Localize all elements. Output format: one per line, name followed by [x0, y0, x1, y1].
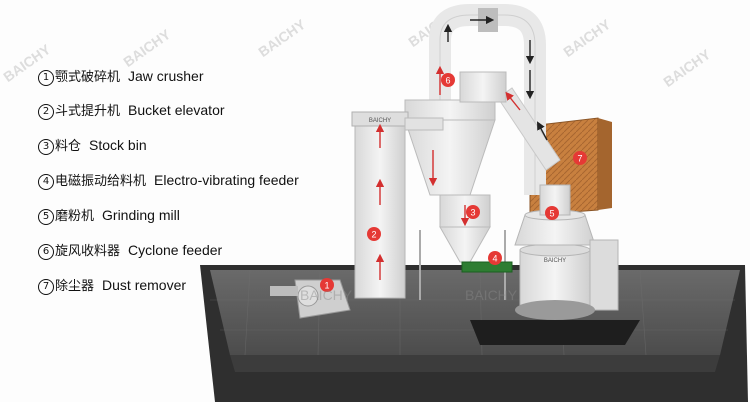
- marker-7: 7: [573, 151, 587, 165]
- marker-6: 6: [441, 73, 455, 87]
- legend-en: Cyclone feeder: [128, 242, 223, 258]
- legend-number: 1: [38, 70, 54, 86]
- legend-zh: 除尘器: [55, 279, 95, 294]
- floor-brand-right: BAICHY: [465, 287, 518, 303]
- legend-en: Electro-vibrating feeder: [154, 172, 299, 188]
- jaw-crusher: [270, 279, 351, 319]
- legend-number: 2: [38, 104, 54, 120]
- svg-text:4: 4: [492, 254, 497, 264]
- flow-arrows: [375, 15, 548, 280]
- marker-5: 5: [545, 206, 559, 220]
- svg-text:2: 2: [371, 230, 376, 240]
- legend-zh: 斗式提升机: [55, 104, 121, 119]
- marker-3: 3: [466, 205, 480, 219]
- legend-number: 4: [38, 174, 54, 190]
- mill-brand-label: BAICHY: [544, 258, 566, 264]
- legend-number: 7: [38, 279, 54, 295]
- legend-en: Grinding mill: [102, 207, 180, 223]
- legend-en: Bucket elevator: [128, 102, 225, 118]
- legend-number: 3: [38, 139, 54, 155]
- marker-4: 4: [488, 251, 502, 265]
- legend-zh: 磨粉机: [55, 209, 95, 224]
- legend-en: Dust remover: [102, 277, 187, 293]
- floor-brand-left: BAICHY: [300, 287, 353, 303]
- vibrating-feeder: [461, 261, 513, 273]
- svg-text:3: 3: [470, 208, 475, 218]
- marker-1: 1: [320, 278, 334, 292]
- legend-number: 5: [38, 209, 54, 225]
- legend-zh: 电磁振动给料机: [55, 174, 147, 189]
- marker-2: 2: [367, 227, 381, 241]
- legend-number: 6: [38, 244, 54, 260]
- grinding-mill: BAICHY: [514, 184, 619, 320]
- elevator-brand-label: BAICHY: [369, 118, 391, 124]
- svg-text:7: 7: [577, 154, 582, 164]
- svg-text:6: 6: [445, 76, 450, 86]
- legend-zh: 旋风收料器: [55, 244, 121, 259]
- legend-zh: 料仓: [55, 139, 82, 154]
- cyclone-feeder: [404, 71, 507, 207]
- legend-zh: 颚式破碎机: [55, 70, 121, 85]
- svg-text:5: 5: [549, 209, 554, 219]
- legend-en: Stock bin: [89, 137, 147, 153]
- svg-text:1: 1: [324, 281, 329, 291]
- platform: [200, 265, 748, 402]
- legend-en: Jaw crusher: [128, 68, 204, 84]
